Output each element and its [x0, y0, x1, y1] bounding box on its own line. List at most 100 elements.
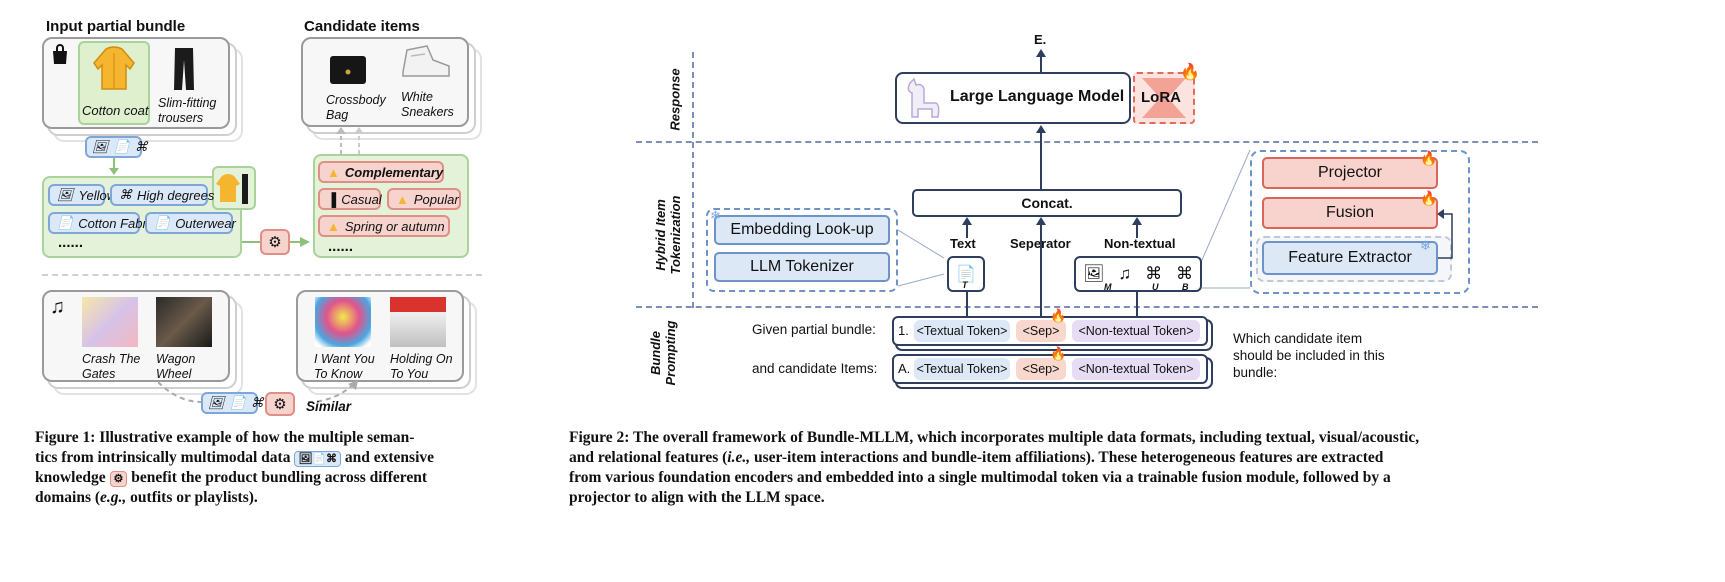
- mini-bundle-thumb: [212, 166, 256, 210]
- document-icon: 📄: [956, 266, 976, 283]
- caption1-line3a: knowledge: [35, 469, 106, 486]
- figure1-caption: Figure 1: Illustrative example of how th…: [35, 428, 505, 508]
- lora-hourglass-shape: [1142, 78, 1186, 118]
- item-sneakers-label: White Sneakers: [401, 90, 454, 119]
- arrow-separator-up: [1036, 217, 1046, 318]
- concat-box: Concat.: [912, 189, 1182, 217]
- chip-casual: ▐Casual: [318, 188, 382, 210]
- document-image-icon: 📄: [154, 215, 171, 230]
- arrows-up-grey: [336, 127, 364, 154]
- brain-icon-inline: ⚙: [109, 471, 128, 487]
- modality-icons-inline: 🖼📄⌘: [294, 451, 342, 467]
- caption1-line2: tics from intrinsically multimodal data …: [35, 448, 505, 468]
- item-trousers-label: Slim-fitting trousers: [158, 96, 217, 125]
- ellipsis-left: ......: [58, 234, 84, 251]
- yellow-coat-image: [90, 45, 138, 96]
- song-crash-label: Crash The Gates: [82, 352, 141, 381]
- image-icon: 🖼: [92, 139, 109, 154]
- song-iwantyou-label: I Want You To Know: [314, 352, 375, 381]
- brain-icon-music: ⚙: [265, 392, 295, 416]
- arrow-text-up: [962, 217, 972, 238]
- chip-spring-label: Spring or autumn: [344, 218, 445, 234]
- connector-lines-right: [1201, 150, 1251, 289]
- chip-complementary-label: Complementary: [344, 164, 444, 180]
- similar-dashed-arrow: [158, 380, 358, 403]
- image-icon: 🖼: [57, 187, 74, 202]
- document-icon: 📄: [113, 139, 130, 154]
- album-cover-iwantyou: [315, 297, 371, 347]
- sub-t: T: [962, 280, 968, 290]
- album-cover-holdingon: [390, 297, 446, 347]
- snowflake-icon: ❄: [1420, 238, 1431, 253]
- arrow-nontextual-up: [1132, 217, 1142, 238]
- chip-popular-label: Popular: [413, 191, 459, 207]
- feature-pipeline-group: [1250, 150, 1470, 294]
- chip-high-degrees: ⌘High degrees: [110, 184, 214, 206]
- album-cover-crash: [82, 297, 138, 347]
- fire-icon: 🔥: [1180, 64, 1200, 81]
- embedding-lookup-box: Embedding Look-up: [714, 215, 890, 245]
- caption1-line3: knowledge ⚙ benefit the product bundling…: [35, 468, 505, 488]
- caption2-line3: from various foundation encoders and emb…: [569, 469, 1391, 486]
- row1-nontextual-token: <Non-textual Token>: [1072, 320, 1200, 342]
- connector-lines-left: [898, 229, 945, 287]
- fire-icon: 🔥: [1420, 190, 1438, 206]
- section-hybrid-label: Hybrid Item Tokenization: [653, 195, 683, 275]
- sub-m: M: [1104, 282, 1112, 292]
- document-icon: 📄: [57, 215, 74, 230]
- album-cover-wagon: [156, 297, 212, 347]
- section-bundle-label: Bundle Prompting: [648, 320, 678, 386]
- arrow-down-green: [109, 158, 119, 175]
- caption1-line4: domains (e.g., outfits or playlists).: [35, 488, 505, 508]
- coat-icon: ▲: [396, 191, 409, 207]
- llm-label: Large Language Model: [950, 88, 1125, 105]
- text-tokenizer-group: [706, 208, 898, 292]
- caption1-line2a: tics from intrinsically multimodal data: [35, 449, 291, 466]
- shopping-bag-icon: [50, 44, 70, 71]
- section-vertical-line: [692, 52, 694, 308]
- projector-box: Projector: [1262, 157, 1438, 189]
- sub-u: U: [1152, 282, 1159, 292]
- chip-popular: ▲Popular: [387, 188, 461, 210]
- given-bundle-label: Given partial bundle:: [752, 322, 876, 337]
- figure2-caption: Figure 2: The overall framework of Bundl…: [569, 428, 1719, 508]
- row2-textual-token: <Textual Token>: [914, 358, 1010, 380]
- chip-complementary: ▲Complementary: [318, 161, 444, 183]
- caption1-line3b: benefit the product bundling across diff…: [131, 469, 428, 486]
- chip-high-label: High degrees: [137, 187, 215, 203]
- chip-cotton-fabric: 📄Cotton Fabric: [48, 212, 156, 234]
- caption1-line4a: domains (: [35, 489, 101, 506]
- ellipsis-right: ......: [328, 238, 354, 255]
- lora-label: LoRA: [1141, 89, 1181, 106]
- caption1-line2b: and extensive: [344, 449, 435, 466]
- section-response-label: Response: [667, 68, 683, 131]
- fire-icon: 🔥: [1420, 150, 1438, 166]
- fig1-divider: [42, 274, 482, 276]
- caption2-line1: Figure 2: The overall framework of Bundl…: [569, 429, 1420, 446]
- chip-yellow: 🖼Yellow: [48, 184, 116, 206]
- item-coat-label: Cotton coat: [82, 103, 149, 118]
- section-sep-1: [636, 141, 1538, 143]
- nontextual-label: Non-textual: [1104, 236, 1176, 251]
- similar-label: Similar: [306, 399, 352, 414]
- graph-icon: ⌘: [1145, 264, 1163, 283]
- section-sep-2: [636, 306, 1538, 308]
- input-bundle-title: Input partial bundle: [46, 18, 186, 35]
- snowflake-icon: ❄: [710, 208, 721, 223]
- caption1-line4c: outfits or playlists).: [126, 489, 258, 506]
- feature-extractor-box: Feature Extractor: [1262, 241, 1438, 275]
- candidate-panel: [301, 37, 469, 127]
- graph-icon: ⌘: [1176, 264, 1194, 283]
- output-label: E.: [1034, 32, 1047, 47]
- llm-tokenizer-box: LLM Tokenizer: [714, 252, 890, 282]
- item-bag-label: Crossbody Bag: [326, 93, 386, 122]
- image-icon: 🖼: [208, 395, 225, 410]
- modality-icons-chip-music: 🖼📄⌘: [201, 392, 264, 414]
- trousers-icon: ▐: [327, 191, 337, 207]
- modality-icons-chip: 🖼📄⌘: [85, 136, 148, 158]
- text-label: Text: [950, 236, 976, 251]
- nontextual-token-box: 🖼♫⌘⌘: [1074, 256, 1202, 292]
- graph-icon: ⌘: [250, 395, 264, 410]
- arrow-to-output: [1036, 49, 1046, 72]
- fire-icon: 🔥: [1050, 308, 1067, 323]
